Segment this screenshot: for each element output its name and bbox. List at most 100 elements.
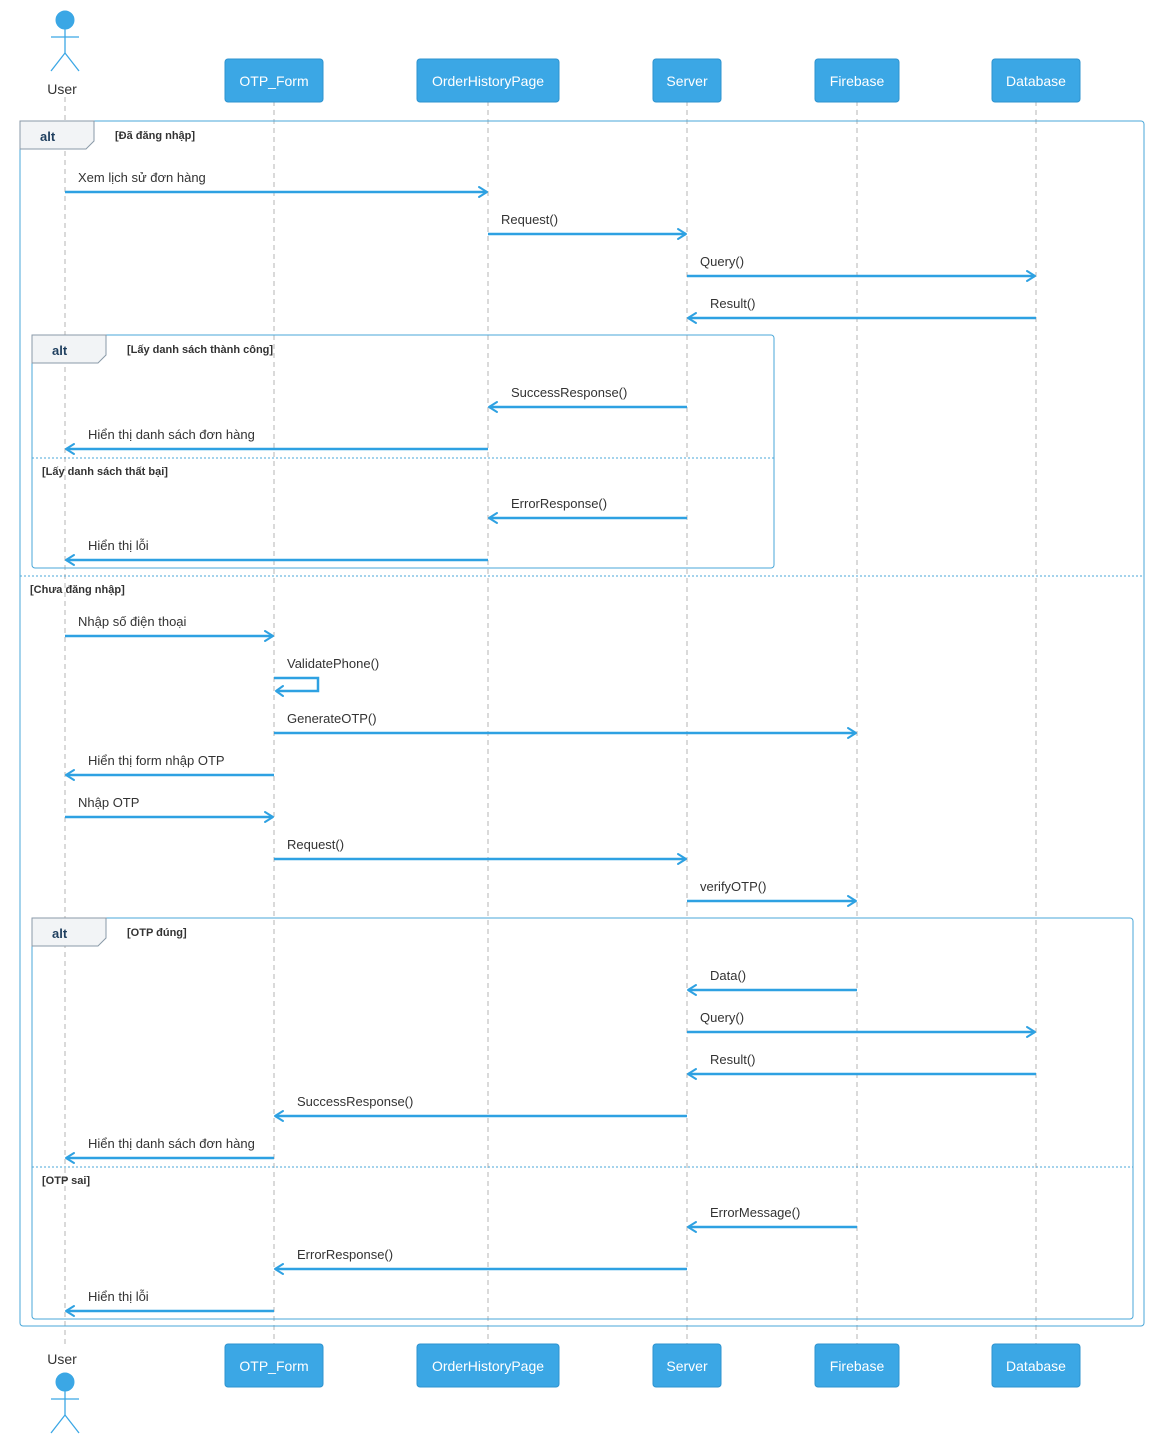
fragment-guard: [OTP sai] [42,1175,90,1187]
participant-user-top: User [47,10,80,97]
message-label: Hiển thị lỗi [88,538,149,553]
participant-label: Server [666,1358,708,1374]
fragment-guard: [Lấy danh sách thành công] [127,344,273,356]
participant-label: Database [1006,1358,1066,1374]
fragment-tab [31,334,107,364]
participant-server-top: Server [652,58,722,103]
participant-db-bottom: Database [991,1343,1081,1388]
message-hi-n-th-l-i: Hiển thị lỗi [65,1289,274,1317]
arrow-head-icon [677,228,687,240]
fragment-tab [31,917,107,947]
actor-head-icon [55,1372,75,1392]
arrow-head-icon [687,1221,697,1233]
message-label: Nhập OTP [78,795,139,810]
message-label: Hiển thị danh sách đơn hàng [88,1136,255,1151]
message-hi-n-th-l-i: Hiển thị lỗi [65,538,488,566]
message-request: Request() [274,837,687,865]
arrow-head-icon [65,1152,75,1164]
fragments: alt[Đã đăng nhập][Chưa đăng nhập]alt [Lấy… [19,120,1145,1327]
participant-label: OrderHistoryPage [432,73,544,89]
message-verifyotp: verifyOTP() [687,879,857,907]
arrow-head-icon [275,685,284,697]
actor-head-icon [55,10,75,30]
message-errorresponse: ErrorResponse() [274,1247,687,1275]
arrow-head-icon [847,727,857,739]
fragment-guard: [OTP đúng] [127,927,187,939]
participant-firebase-bottom: Firebase [814,1343,900,1388]
participant-server-bottom: Server [652,1343,722,1388]
message-label: ErrorMessage() [710,1205,800,1220]
alt-fragment: alt[Đã đăng nhập][Chưa đăng nhập] [19,120,1145,1327]
participant-ohp-top: OrderHistoryPage [416,58,560,103]
arrow-head-icon [264,811,274,823]
message-label: Query() [700,254,744,269]
fragment-tab [19,120,95,150]
arrow-head-icon [65,769,75,781]
participant-db-top: Database [991,58,1081,103]
participant-box [652,58,722,103]
arrow-head-icon [65,443,75,455]
fragment-operator: alt [52,343,68,358]
message-label: Query() [700,1010,744,1025]
lifelines [64,97,1037,1346]
fragment-border [31,917,1134,1320]
participant-box [224,58,324,103]
message-hi-n-th-form-nh-p-otp: Hiển thị form nhập OTP [65,753,274,781]
participant-box [814,1343,900,1388]
arrow-head-icon [687,984,697,996]
arrow-head-icon [65,1305,75,1317]
message-successresponse: SuccessResponse() [488,385,687,413]
message-label: Request() [287,837,344,852]
fragment-border [19,120,1145,1327]
message-query: Query() [687,1010,1036,1038]
message-data: Data() [687,968,857,996]
fragment-guard: [Lấy danh sách thất bại] [42,466,168,478]
participant-label: Firebase [830,1358,885,1374]
participant-box [224,1343,324,1388]
participant-otp-bottom: OTP_Form [224,1343,324,1388]
participant-label: OTP_Form [239,1358,308,1374]
participant-label: User [47,1351,77,1367]
message-arrow [274,676,320,693]
message-label: Result() [710,296,756,311]
alt-fragment: alt [Lấy danh sách thành công] [Lấy danh s… [31,334,775,569]
message-query: Query() [687,254,1036,282]
participant-box [652,1343,722,1388]
fragment-operator: alt [40,129,56,144]
participant-box [814,58,900,103]
message-label: Hiển thị form nhập OTP [88,753,225,768]
participant-box [416,1343,560,1388]
participant-box [991,58,1081,103]
arrow-head-icon [1026,1026,1036,1038]
message-request: Request() [488,212,687,240]
message-errorresponse: ErrorResponse() [488,496,687,524]
arrow-head-icon [687,312,697,324]
message-successresponse: SuccessResponse() [274,1094,687,1122]
messages: Xem lịch sử đơn hàngRequest()Query()Resu… [65,170,1036,1317]
arrow-head-icon [274,1263,284,1275]
message-hi-n-th-danh-s-ch-n-h-ng: Hiển thị danh sách đơn hàng [65,1136,274,1164]
message-label: ValidatePhone() [287,656,379,671]
message-nh-p-otp: Nhập OTP [65,795,274,823]
fragment-border [31,334,775,569]
participant-ohp-bottom: OrderHistoryPage [416,1343,560,1388]
message-label: Request() [501,212,558,227]
message-label: GenerateOTP() [287,711,377,726]
actor-legs-icon [50,51,80,72]
participant-label: Firebase [830,73,885,89]
message-label: Result() [710,1052,756,1067]
arrow-head-icon [478,186,488,198]
arrow-head-icon [677,853,687,865]
message-generateotp: GenerateOTP() [274,711,857,739]
message-label: ErrorResponse() [511,496,607,511]
arrow-head-icon [488,401,498,413]
message-label: SuccessResponse() [297,1094,413,1109]
message-nh-p-s-i-n-tho-i: Nhập số điện thoại [65,614,274,642]
actor-legs-icon [50,1413,80,1434]
message-validatephone: ValidatePhone() [274,656,379,697]
fragment-operator: alt [52,926,68,941]
message-label: SuccessResponse() [511,385,627,400]
message-label: Data() [710,968,746,983]
arrow-head-icon [274,1110,284,1122]
